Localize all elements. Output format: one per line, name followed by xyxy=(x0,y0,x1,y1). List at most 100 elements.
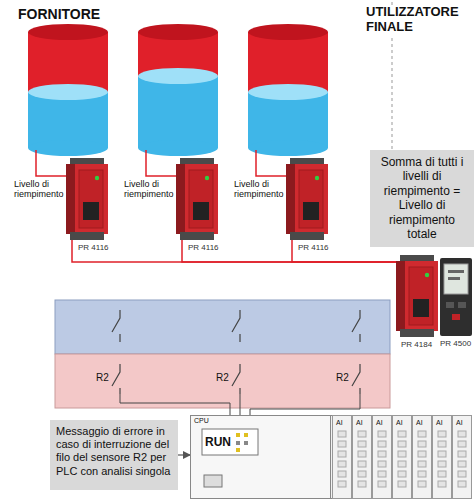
module-figure xyxy=(66,158,108,240)
ai-module xyxy=(413,416,432,499)
signal-label: Livello di riempimento xyxy=(14,179,66,200)
relay-label: R2 xyxy=(96,372,109,384)
programming-port xyxy=(193,202,209,220)
ai-module xyxy=(433,416,452,499)
status-dot xyxy=(236,433,240,437)
status-led xyxy=(95,176,99,180)
plc-wire xyxy=(120,394,230,415)
note-box: Messaggio di errore in caso di interruzi… xyxy=(50,420,178,490)
io-terminal xyxy=(378,431,386,437)
tank-bottom xyxy=(138,140,218,156)
sensor-wire xyxy=(36,150,66,176)
tank-liquid xyxy=(248,92,328,148)
relay-label: R2 xyxy=(216,372,229,384)
plc-wires xyxy=(120,394,360,415)
io-terminal xyxy=(438,471,446,477)
terminal-block xyxy=(400,329,434,337)
programming-port xyxy=(303,202,319,220)
io-terminal xyxy=(338,431,346,437)
module-body xyxy=(66,164,108,234)
channel-label: AI xyxy=(416,419,423,426)
switch-symbol xyxy=(352,310,360,342)
io-terminal xyxy=(398,431,406,437)
model-label: PR 4116 xyxy=(298,243,329,252)
front-plate xyxy=(79,170,103,228)
status-led xyxy=(315,176,319,180)
tank-liquid xyxy=(138,76,218,148)
programming-port xyxy=(413,299,429,317)
relay-band xyxy=(55,300,390,354)
channel-label: AI xyxy=(336,419,343,426)
io-terminal xyxy=(358,431,366,437)
io-terminal xyxy=(438,451,446,457)
io-terminal xyxy=(378,481,386,487)
switch-symbols xyxy=(112,310,360,394)
io-terminal xyxy=(358,441,366,447)
io-terminal xyxy=(378,451,386,457)
run-label: RUN xyxy=(205,435,231,449)
io-terminal xyxy=(378,461,386,467)
io-terminal xyxy=(418,431,426,437)
channel-label: AI xyxy=(396,419,403,426)
status-dot xyxy=(236,441,240,445)
relay-band-r2 xyxy=(55,354,390,408)
io-terminal xyxy=(378,471,386,477)
io-terminal xyxy=(398,481,406,487)
display-unit: PR 4500 xyxy=(440,258,472,336)
io-terminal xyxy=(418,481,426,487)
model-label: PR 4500 xyxy=(440,339,471,348)
io-terminal xyxy=(458,441,466,447)
liquid-surface xyxy=(28,84,108,100)
front-plate xyxy=(299,170,323,228)
io-terminal xyxy=(398,451,406,457)
module-body xyxy=(286,164,328,234)
tank-top xyxy=(138,24,218,40)
module-body xyxy=(176,164,218,234)
io-terminal xyxy=(458,451,466,457)
plc-wire xyxy=(250,394,360,415)
tank-top xyxy=(28,24,108,40)
io-terminal xyxy=(458,461,466,467)
io-terminal xyxy=(358,451,366,457)
display-digits xyxy=(448,277,460,280)
module-figure xyxy=(286,158,328,240)
switch-symbol xyxy=(232,364,240,394)
transmitter-module: PR 4116 xyxy=(176,158,218,240)
io-terminal xyxy=(358,481,366,487)
signal-label: Livello di riempimento xyxy=(234,179,286,200)
status-dot xyxy=(244,433,248,437)
display-button xyxy=(446,302,454,308)
display-digits xyxy=(448,270,464,273)
io-terminal xyxy=(438,461,446,467)
status-dot xyxy=(236,448,240,452)
status-led xyxy=(205,176,209,180)
status-dot xyxy=(244,441,248,445)
plc-wire xyxy=(240,394,241,415)
io-terminal xyxy=(398,441,406,447)
io-terminal xyxy=(338,441,346,447)
relay-label: R2 xyxy=(336,372,349,384)
display-screen xyxy=(444,264,468,294)
module-side xyxy=(286,164,295,234)
io-terminal xyxy=(358,461,366,467)
module-side xyxy=(176,164,185,234)
sensor-wire xyxy=(146,150,176,176)
run-panel xyxy=(202,429,258,455)
io-terminal xyxy=(378,441,386,447)
io-terminal xyxy=(418,471,426,477)
channel-label: AI xyxy=(436,419,443,426)
ai-module xyxy=(353,416,372,499)
transmitter-module: PR 4116 xyxy=(286,158,328,240)
io-terminal xyxy=(438,431,446,437)
io-terminal xyxy=(338,471,346,477)
connector xyxy=(178,454,190,455)
tank-bottom xyxy=(248,140,328,156)
liquid-surface xyxy=(138,68,218,84)
tank-empty xyxy=(248,32,328,92)
model-label: PR 4116 xyxy=(188,243,219,252)
ethernet-port xyxy=(204,475,222,487)
model-label: PR 4116 xyxy=(78,243,109,252)
model-label: PR 4184 xyxy=(401,340,432,349)
switch-symbol xyxy=(232,310,240,342)
tank-liquid xyxy=(28,92,108,148)
